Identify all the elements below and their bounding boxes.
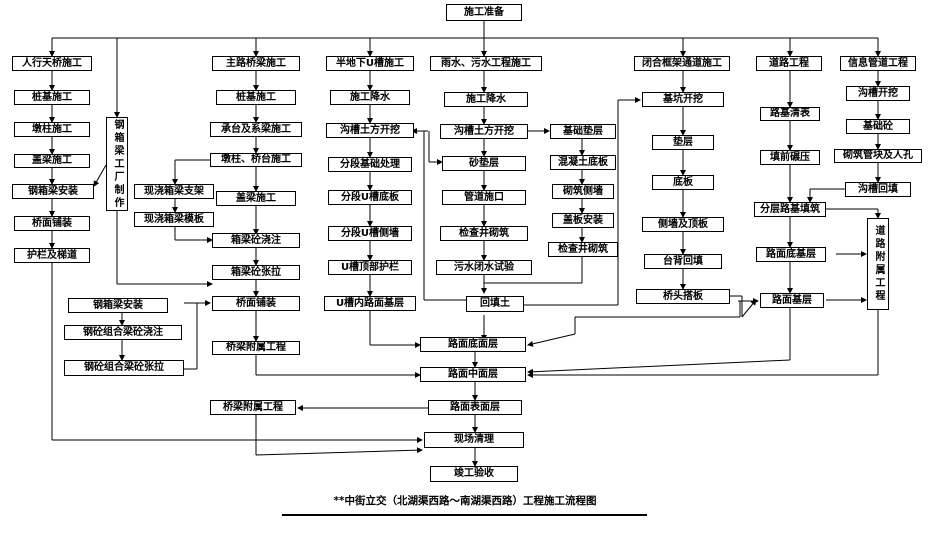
- masonry-wall-node: 砌筑侧墙: [552, 184, 614, 199]
- main-deck-paving-node: 桥面铺装: [212, 296, 300, 311]
- road-ancillary-node: 道路附属工程: [867, 218, 889, 310]
- middle-surface-node: 路面中面层: [420, 367, 526, 382]
- base-course-node: 路面基层: [760, 293, 824, 308]
- u-bottom-slab-node: 分段U槽底板: [328, 190, 412, 205]
- approach-slab-node: 桥头搭板: [636, 289, 730, 304]
- u-dewatering-node: 施工降水: [330, 90, 410, 105]
- backfill-node: 回填土: [466, 296, 524, 312]
- closed-water-test-node: 污水闭水试验: [436, 260, 532, 275]
- sewer-excavation-node: 沟槽土方开挖: [440, 124, 528, 139]
- pipe-laying-node: 管道施口: [442, 190, 526, 205]
- pier-abutment-node: 墩柱、桥台施工: [210, 153, 302, 167]
- telecom-backfill-node: 沟槽回填: [845, 182, 911, 197]
- composite-pour-node: 钢砼组合梁砼浇注: [64, 325, 182, 340]
- pile-foundation-node: 桩基施工: [14, 90, 90, 105]
- caption-underline: [282, 514, 647, 516]
- back-fill-node: 台背回填: [644, 254, 722, 269]
- composite-tension-node: 钢砼组合梁砼张拉: [64, 360, 184, 376]
- steel-box-girder-install-node: 钢箱梁安装: [12, 184, 94, 199]
- start-node: 施工准备: [446, 4, 522, 21]
- bottom-plate-node: 底板: [652, 175, 714, 190]
- sand-cushion-node: 砂垫层: [442, 156, 526, 171]
- pile-cap-node: 承台及系梁施工: [210, 122, 302, 137]
- deck-paving-node: 桥面铺装: [14, 216, 90, 231]
- subgrade-clearing-node: 路基清表: [760, 107, 820, 121]
- telecom-trench-node: 沟槽开挖: [846, 86, 910, 101]
- box-culvert-header: 闭合框架通道施工: [634, 56, 730, 71]
- cushion-layer-node: 垫层: [652, 135, 714, 150]
- box-girder-pour-node: 箱梁砼浇注: [212, 233, 300, 248]
- u-top-guardrail-node: U槽顶部护栏: [328, 260, 412, 275]
- main-bridge-header: 主路桥梁施工: [212, 56, 300, 71]
- pier-column-node: 墩柱施工: [14, 122, 90, 137]
- factory-fabrication-node: 钢箱梁工厂制作: [106, 117, 128, 211]
- cast-in-place-support-node: 现浇箱梁支架: [134, 184, 214, 199]
- main-cap-beam-node: 盖梁施工: [216, 191, 296, 206]
- sewer-header: 雨水、污水工程施工: [430, 56, 542, 71]
- bridge-ancillary-node: 桥梁附属工程: [212, 341, 300, 355]
- layered-fill-node: 分层路基填筑: [754, 202, 826, 217]
- bridge-ancillary-final-node: 桥梁附属工程: [210, 400, 296, 415]
- sewer-dewatering-node: 施工降水: [444, 92, 528, 107]
- site-cleanup-node: 现场清理: [424, 432, 524, 448]
- main-pile-node: 桩基施工: [216, 90, 296, 105]
- lower-surface-node: 路面底面层: [420, 337, 526, 352]
- duct-block-node: 砌筑管块及人孔: [834, 149, 922, 163]
- telecom-foundation-node: 基础砼: [846, 119, 910, 134]
- subbase-node: 路面底基层: [756, 247, 826, 262]
- top-surface-node: 路面表面层: [428, 400, 522, 415]
- u-road-base-node: U槽内路面基层: [324, 296, 416, 311]
- u-foundation-node: 分段基础处理: [328, 157, 412, 172]
- wall-roof-node: 侧墙及顶板: [642, 217, 724, 232]
- steel-girder-install-node: 钢箱梁安装: [68, 298, 168, 313]
- box-girder-tension-node: 箱梁砼张拉: [212, 265, 300, 280]
- diagram-caption: **中街立交（北湖渠西路～南湖渠西路）工程施工流程图: [333, 495, 597, 507]
- u-trench-excavation-node: 沟槽土方开挖: [326, 123, 414, 138]
- railing-stairs-node: 护栏及梯道: [14, 248, 90, 263]
- foundation-cushion-node: 基础垫层: [550, 124, 616, 139]
- pre-compaction-node: 填前碾压: [760, 150, 820, 165]
- cast-in-place-formwork-node: 现浇箱梁模板: [134, 212, 214, 227]
- road-header: 道路工程: [756, 56, 822, 71]
- u-side-wall-node: 分段U槽侧墙: [328, 226, 412, 241]
- pedestrian-bridge-header: 人行天桥施工: [12, 56, 92, 71]
- telecom-duct-header: 信息管道工程: [840, 56, 916, 71]
- u-trough-header: 半地下U槽施工: [326, 56, 414, 71]
- pit-excavation-node: 基坑开挖: [642, 92, 724, 107]
- cover-plate-node: 盖板安装: [552, 213, 614, 228]
- inspection-well-node: 检查井砌筑: [440, 226, 528, 241]
- cap-beam-node: 盖梁施工: [14, 154, 90, 168]
- completion-acceptance-node: 竣工验收: [430, 466, 518, 482]
- concrete-slab-node: 混凝土底板: [550, 155, 616, 170]
- well-masonry-node: 检查井砌筑: [548, 242, 618, 257]
